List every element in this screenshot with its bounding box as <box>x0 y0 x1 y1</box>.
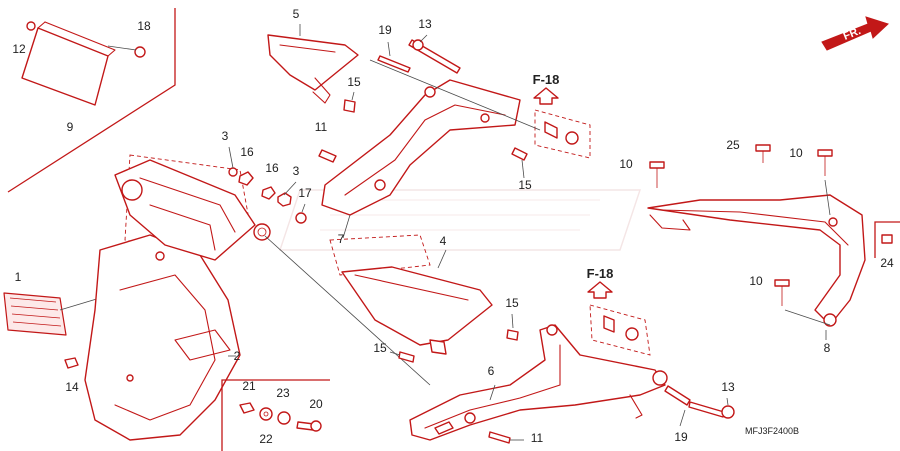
ref-arrows <box>533 87 639 341</box>
grab-rail-cover-top <box>267 24 359 104</box>
callout-c14: 14 <box>65 380 79 394</box>
callout-c21: 21 <box>242 379 256 393</box>
callout-c19b: 19 <box>674 430 688 444</box>
callout-c7: 7 <box>338 232 345 246</box>
callout-c24: 24 <box>880 256 894 270</box>
callout-c25: 25 <box>726 138 740 152</box>
callout-c4: 4 <box>440 234 447 248</box>
callout-c16a: 16 <box>240 145 254 159</box>
ref-f18-top: F-18 <box>533 72 560 87</box>
callout-c20: 20 <box>309 397 323 411</box>
callout-c15a: 15 <box>347 75 361 89</box>
rear-cowl <box>647 194 866 340</box>
callout-c13b: 13 <box>721 380 735 394</box>
watermark <box>279 189 641 251</box>
callout-c15c: 15 <box>505 296 519 310</box>
callout-c18: 18 <box>137 19 151 33</box>
bolts-bottom <box>389 313 735 444</box>
callout-c10b: 10 <box>789 146 803 160</box>
reference-labels: F-18F-18 <box>533 72 614 281</box>
license-plate-assembly <box>7 8 176 193</box>
callout-c13a: 13 <box>418 17 432 31</box>
fender-bracket <box>114 159 431 386</box>
callout-c23: 23 <box>276 386 290 400</box>
callout-c10a: 10 <box>619 157 633 171</box>
callout-c6: 6 <box>488 364 495 378</box>
grab-rail-right <box>409 324 668 441</box>
callout-c15b: 15 <box>518 178 532 192</box>
callout-c5: 5 <box>293 7 300 21</box>
callout-c17: 17 <box>298 186 312 200</box>
callout-c15d: 15 <box>373 341 387 355</box>
diagram-code: MFJ3F2400B <box>745 426 799 436</box>
bolts-top <box>318 34 541 179</box>
callout-c19a: 19 <box>378 23 392 37</box>
hardware-left <box>64 146 307 369</box>
callout-c12: 12 <box>12 42 26 56</box>
callout-numbers: 1233456789101010111112131314151515151616… <box>12 7 894 446</box>
callout-c3b: 3 <box>293 164 300 178</box>
callout-c2: 2 <box>234 349 241 363</box>
callout-c16b: 16 <box>265 161 279 175</box>
callout-c8: 8 <box>824 341 831 355</box>
callout-c1: 1 <box>15 270 22 284</box>
callout-c11b: 11 <box>531 431 544 445</box>
hardware-group <box>221 379 330 451</box>
reflector <box>3 282 151 336</box>
callout-c10c: 10 <box>749 274 763 288</box>
callout-c9: 9 <box>67 120 74 134</box>
fr-arrow-icon: FR. <box>821 16 889 51</box>
bolts-right <box>649 144 900 326</box>
callout-c22: 22 <box>259 432 273 446</box>
grab-rail-cover-bottom <box>341 249 493 355</box>
ref-f18-bottom: F-18 <box>587 266 614 281</box>
callout-c11a: 11 <box>315 120 328 134</box>
grab-rail-left <box>321 79 521 239</box>
rear-fender <box>84 234 241 441</box>
callout-c3a: 3 <box>222 129 229 143</box>
